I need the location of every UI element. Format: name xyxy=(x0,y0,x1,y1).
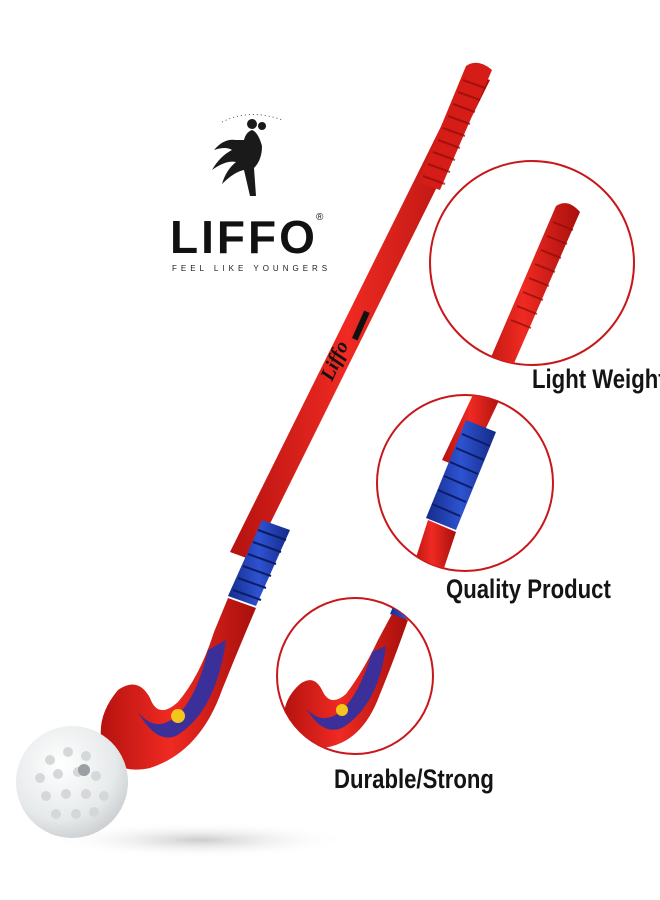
brand-tagline: FEEL LIKE YOUNGERS xyxy=(172,264,332,273)
blade-sticker xyxy=(138,640,226,738)
callout-durable-strong xyxy=(276,597,434,755)
ground-shadow xyxy=(50,822,350,858)
stick-handle-grip xyxy=(418,62,492,190)
brand-name: LIFFO xyxy=(170,211,318,263)
stick-blue-grip xyxy=(228,520,290,606)
hockey-ball xyxy=(16,726,128,838)
feature-label-light-weight: Light Weight xyxy=(532,364,660,394)
hockey-stick: Liffo xyxy=(100,62,492,770)
callout-light-weight xyxy=(429,160,635,366)
feature-label-durable-strong: Durable/Strong xyxy=(334,764,494,794)
callout-quality-product xyxy=(376,394,554,572)
stick-blade xyxy=(100,598,256,770)
registered-mark: ® xyxy=(316,212,324,223)
feature-label-quality-product: Quality Product xyxy=(446,574,611,604)
winged-figure-icon xyxy=(212,114,283,196)
